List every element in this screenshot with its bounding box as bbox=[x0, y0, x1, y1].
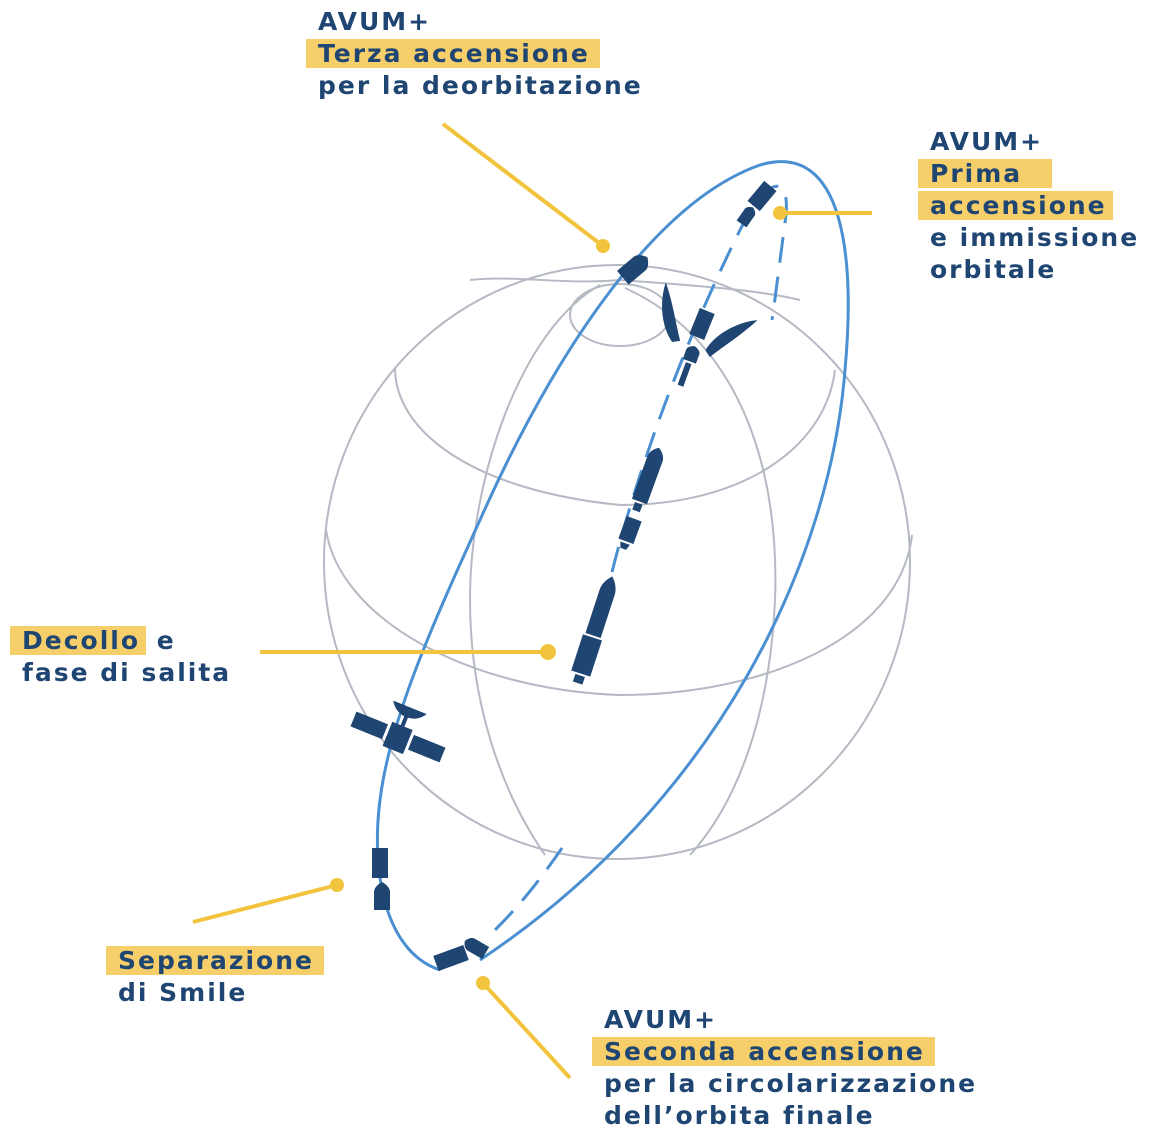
orbits bbox=[375, 160, 850, 972]
label-second-burn-line4: dell’orbita finale bbox=[604, 1101, 875, 1130]
stage-icon bbox=[631, 447, 663, 513]
meridian-right bbox=[624, 287, 777, 856]
leader-second-burn-dot bbox=[476, 976, 490, 990]
orbit-dashed-insertion bbox=[610, 184, 788, 573]
label-second-burn-line1: AVUM+ bbox=[604, 1005, 718, 1034]
label-third-burn-line2: Terza accensione bbox=[306, 39, 600, 68]
leader-third-burn-dot bbox=[596, 239, 610, 253]
avum-icon bbox=[374, 882, 390, 910]
globe bbox=[323, 264, 913, 860]
label-second-burn-line2: Seconda accensione bbox=[592, 1037, 935, 1066]
leader-second-burn bbox=[481, 981, 572, 1080]
label-liftoff-rest: e bbox=[146, 626, 176, 655]
label-third-burn-line1: AVUM+ bbox=[318, 7, 432, 36]
orbit-solid bbox=[375, 160, 850, 972]
leader-separation bbox=[192, 883, 338, 924]
leader-lines bbox=[192, 122, 872, 1080]
orbit-dashed-return bbox=[493, 847, 564, 932]
label-third-burn: AVUM+ Terza accensione per la deorbitazi… bbox=[306, 6, 643, 102]
latitude-upper-front bbox=[394, 367, 836, 507]
fairing-icon bbox=[662, 282, 681, 342]
leader-third-burn bbox=[441, 122, 605, 248]
avum-icon bbox=[736, 207, 756, 228]
rocket-icon bbox=[571, 576, 616, 685]
label-separation: Separazione di Smile bbox=[106, 945, 324, 1009]
label-first-burn: AVUM+ Prima accensione e immissione orbi… bbox=[918, 126, 1140, 286]
label-liftoff: Decollo e fase di salita bbox=[10, 625, 232, 689]
stage-icon bbox=[618, 515, 642, 550]
avum-icon bbox=[617, 255, 649, 285]
label-first-burn-line2: Prima bbox=[918, 159, 1053, 188]
label-first-burn-line4: e immissione bbox=[930, 223, 1140, 252]
avum-icon bbox=[464, 937, 490, 960]
label-third-burn-line3: per la deorbitazione bbox=[318, 71, 643, 100]
label-liftoff-highlight: Decollo bbox=[10, 626, 147, 655]
vehicle-icons bbox=[350, 180, 777, 971]
label-separation-line1: Separazione bbox=[106, 946, 324, 975]
globe-outline bbox=[323, 264, 911, 860]
label-first-burn-line1: AVUM+ bbox=[930, 127, 1044, 156]
leader-first-burn-dot bbox=[773, 206, 787, 220]
payload-icon bbox=[372, 848, 388, 878]
label-second-burn: AVUM+ Seconda accensione per la circolar… bbox=[592, 1004, 978, 1132]
label-second-burn-line3: per la circolarizzazione bbox=[604, 1069, 978, 1098]
payload-icon bbox=[689, 308, 715, 340]
latitude-equator-front bbox=[325, 529, 913, 697]
stage-icon bbox=[677, 346, 700, 387]
polar-cap-ring bbox=[569, 283, 671, 347]
meridian-left bbox=[468, 284, 601, 856]
leader-separation-dot bbox=[330, 878, 344, 892]
label-separation-line2: di Smile bbox=[118, 978, 248, 1007]
label-first-burn-line3: accensione bbox=[918, 191, 1113, 220]
satellite-icon bbox=[350, 700, 446, 763]
avum-icon bbox=[433, 945, 469, 971]
label-liftoff-line2: fase di salita bbox=[22, 658, 232, 687]
avum-icon bbox=[747, 180, 777, 212]
leader-liftoff-dot bbox=[540, 644, 556, 660]
label-first-burn-line5: orbitale bbox=[930, 255, 1057, 284]
fairing-icon bbox=[705, 320, 758, 357]
